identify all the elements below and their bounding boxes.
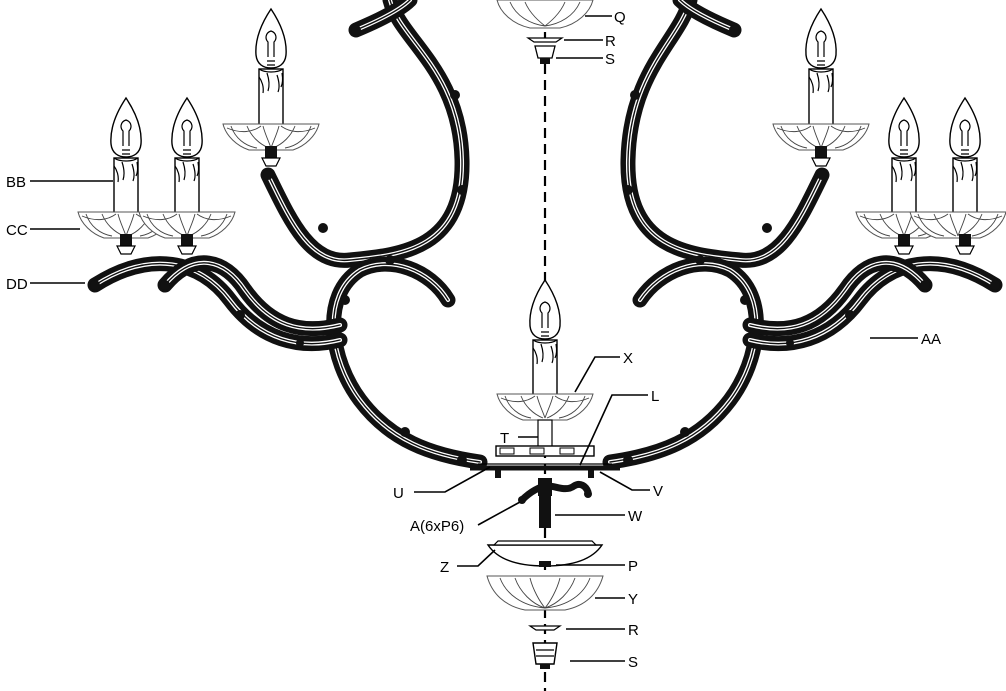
label-r-bottom: R bbox=[628, 622, 639, 639]
part-labels: Q R S BB CC DD AA X L T U V A(6xP6) W Z … bbox=[6, 9, 941, 671]
candle-bulb-icon bbox=[255, 8, 287, 136]
candle-bulb-icon bbox=[888, 97, 920, 225]
label-dd: DD bbox=[6, 276, 28, 293]
label-t: T bbox=[500, 430, 509, 447]
label-u: U bbox=[393, 485, 404, 502]
label-bb: BB bbox=[6, 174, 26, 191]
candle-bulb-icon bbox=[949, 97, 981, 225]
candle-bulb-icon bbox=[529, 279, 561, 407]
label-s-bottom: S bbox=[628, 654, 638, 671]
bottom-nut-p bbox=[539, 561, 551, 567]
top-crystal-bowl-q bbox=[496, 0, 594, 29]
label-w: W bbox=[628, 508, 643, 525]
chandelier-arms bbox=[87, 0, 1003, 470]
candle-bulb-icon bbox=[171, 97, 203, 225]
label-s-top: S bbox=[605, 51, 615, 68]
label-aa: AA bbox=[921, 331, 941, 348]
hub-assembly bbox=[470, 445, 620, 528]
bottom-washer-r bbox=[528, 625, 562, 631]
label-q: Q bbox=[614, 9, 626, 26]
candle-outer-left-2 bbox=[138, 97, 236, 255]
label-x: X bbox=[623, 350, 633, 367]
label-z: Z bbox=[440, 559, 449, 576]
leader-lines bbox=[30, 15, 918, 662]
top-washer-r bbox=[526, 37, 564, 43]
label-v: V bbox=[653, 483, 663, 500]
label-y: Y bbox=[628, 591, 638, 608]
candle-bulb-icon bbox=[805, 8, 837, 136]
bottom-crystal-bowl-y bbox=[486, 575, 604, 611]
candle-upper-right bbox=[772, 8, 870, 167]
label-a: A(6xP6) bbox=[410, 518, 464, 535]
candle-bulb-icon bbox=[110, 97, 142, 225]
candle-center bbox=[496, 279, 594, 451]
crystal-bobeche-icon bbox=[496, 393, 594, 421]
label-cc: CC bbox=[6, 222, 28, 239]
top-finial-s bbox=[534, 45, 556, 64]
candle-outer-right-2 bbox=[909, 97, 1006, 255]
label-p: P bbox=[628, 558, 638, 575]
candle-upper-left bbox=[222, 8, 320, 167]
label-r-top: R bbox=[605, 33, 616, 50]
bottom-finial-s bbox=[532, 642, 558, 669]
label-l: L bbox=[651, 388, 659, 405]
